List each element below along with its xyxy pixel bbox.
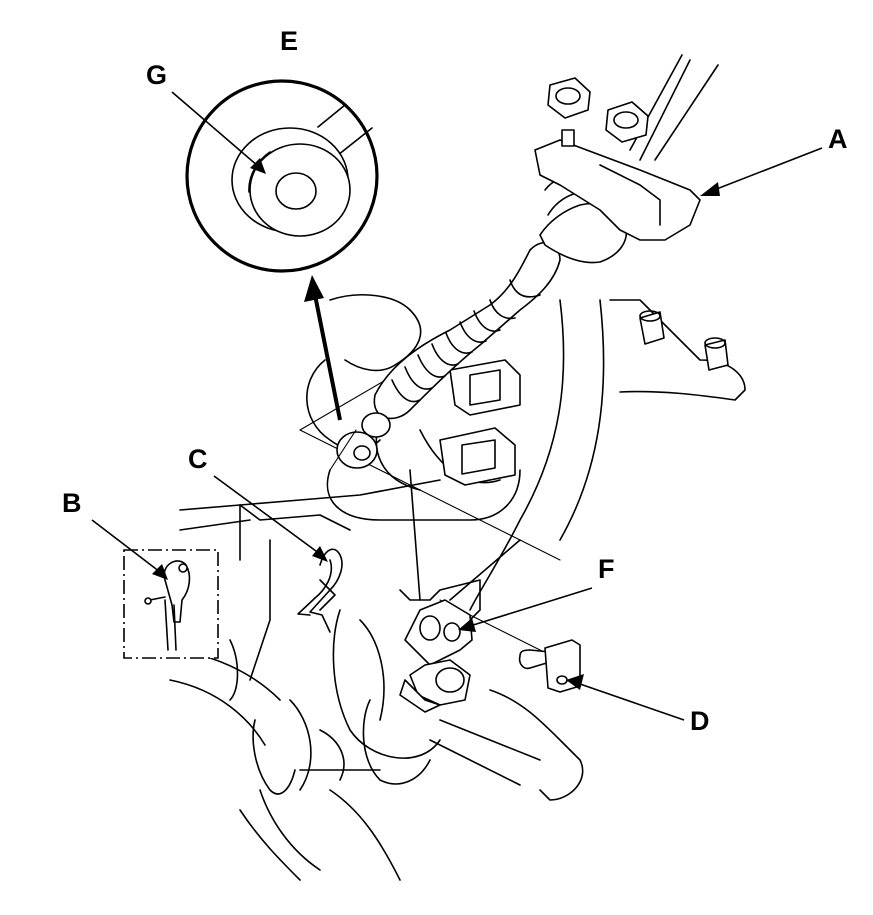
- magnified-detail-circle: [185, 79, 379, 273]
- leader-b: [91, 519, 168, 580]
- callout-e: E: [280, 26, 299, 56]
- leader-d: [566, 674, 685, 721]
- leader-a: [700, 147, 823, 196]
- stud-left: [639, 310, 665, 345]
- leader-f: [458, 587, 593, 632]
- retaining-clip: [144, 560, 191, 651]
- leader-c: [213, 475, 328, 562]
- callout-a: A: [828, 124, 848, 154]
- projection-line: [329, 429, 357, 471]
- leader-g: [171, 91, 266, 174]
- callout-g: G: [146, 60, 168, 90]
- callout-c: C: [188, 444, 208, 474]
- transmission-housing-outline: [169, 294, 746, 881]
- clevis-pin: [518, 639, 581, 693]
- cable-bracket: [534, 129, 701, 241]
- flange-nut-right: [605, 101, 649, 143]
- release-fork: [399, 599, 473, 713]
- callout-f: F: [598, 554, 615, 584]
- connector-lower: [439, 427, 516, 486]
- connector-upper: [449, 359, 521, 416]
- clutch-cable-boot: [373, 241, 561, 420]
- flange-nut-left: [547, 77, 591, 119]
- callout-b: B: [62, 488, 82, 518]
- callout-d: D: [690, 706, 710, 736]
- cotter-pin: [297, 548, 343, 633]
- cable-end-eyelet: [336, 412, 391, 469]
- leader-e: [304, 275, 342, 421]
- stud-right: [704, 337, 729, 371]
